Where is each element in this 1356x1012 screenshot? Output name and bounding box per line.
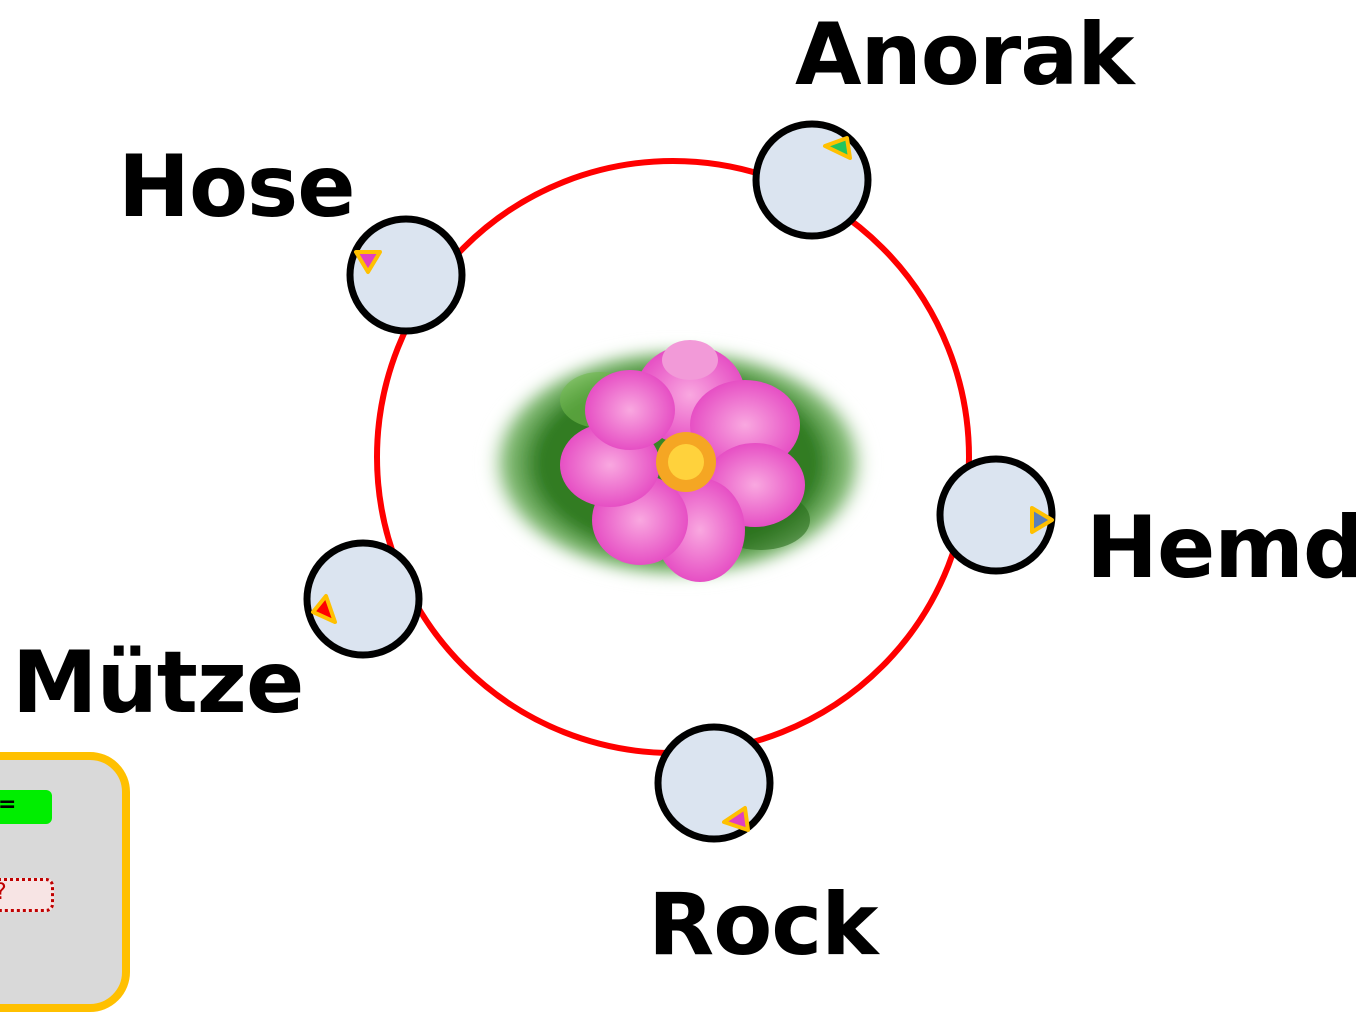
- answer-field[interactable]: ?: [0, 878, 54, 912]
- flower-image: [482, 340, 874, 585]
- equals-button-label: =: [0, 792, 16, 817]
- answer-field-text: ?: [0, 880, 7, 905]
- node-rock[interactable]: [658, 727, 770, 839]
- label-anorak: Anorak: [795, 12, 1134, 98]
- node-anorak[interactable]: [756, 124, 868, 236]
- node-hose[interactable]: [350, 219, 462, 331]
- label-hose: Hose: [118, 144, 355, 230]
- diagram: Anorak Hose Hemd Mütze Rock = ?: [0, 0, 1356, 961]
- label-hemd: Hemd: [1086, 505, 1356, 591]
- label-rock: Rock: [648, 882, 877, 968]
- label-muetze: Mütze: [12, 640, 303, 726]
- equals-button[interactable]: =: [0, 790, 52, 824]
